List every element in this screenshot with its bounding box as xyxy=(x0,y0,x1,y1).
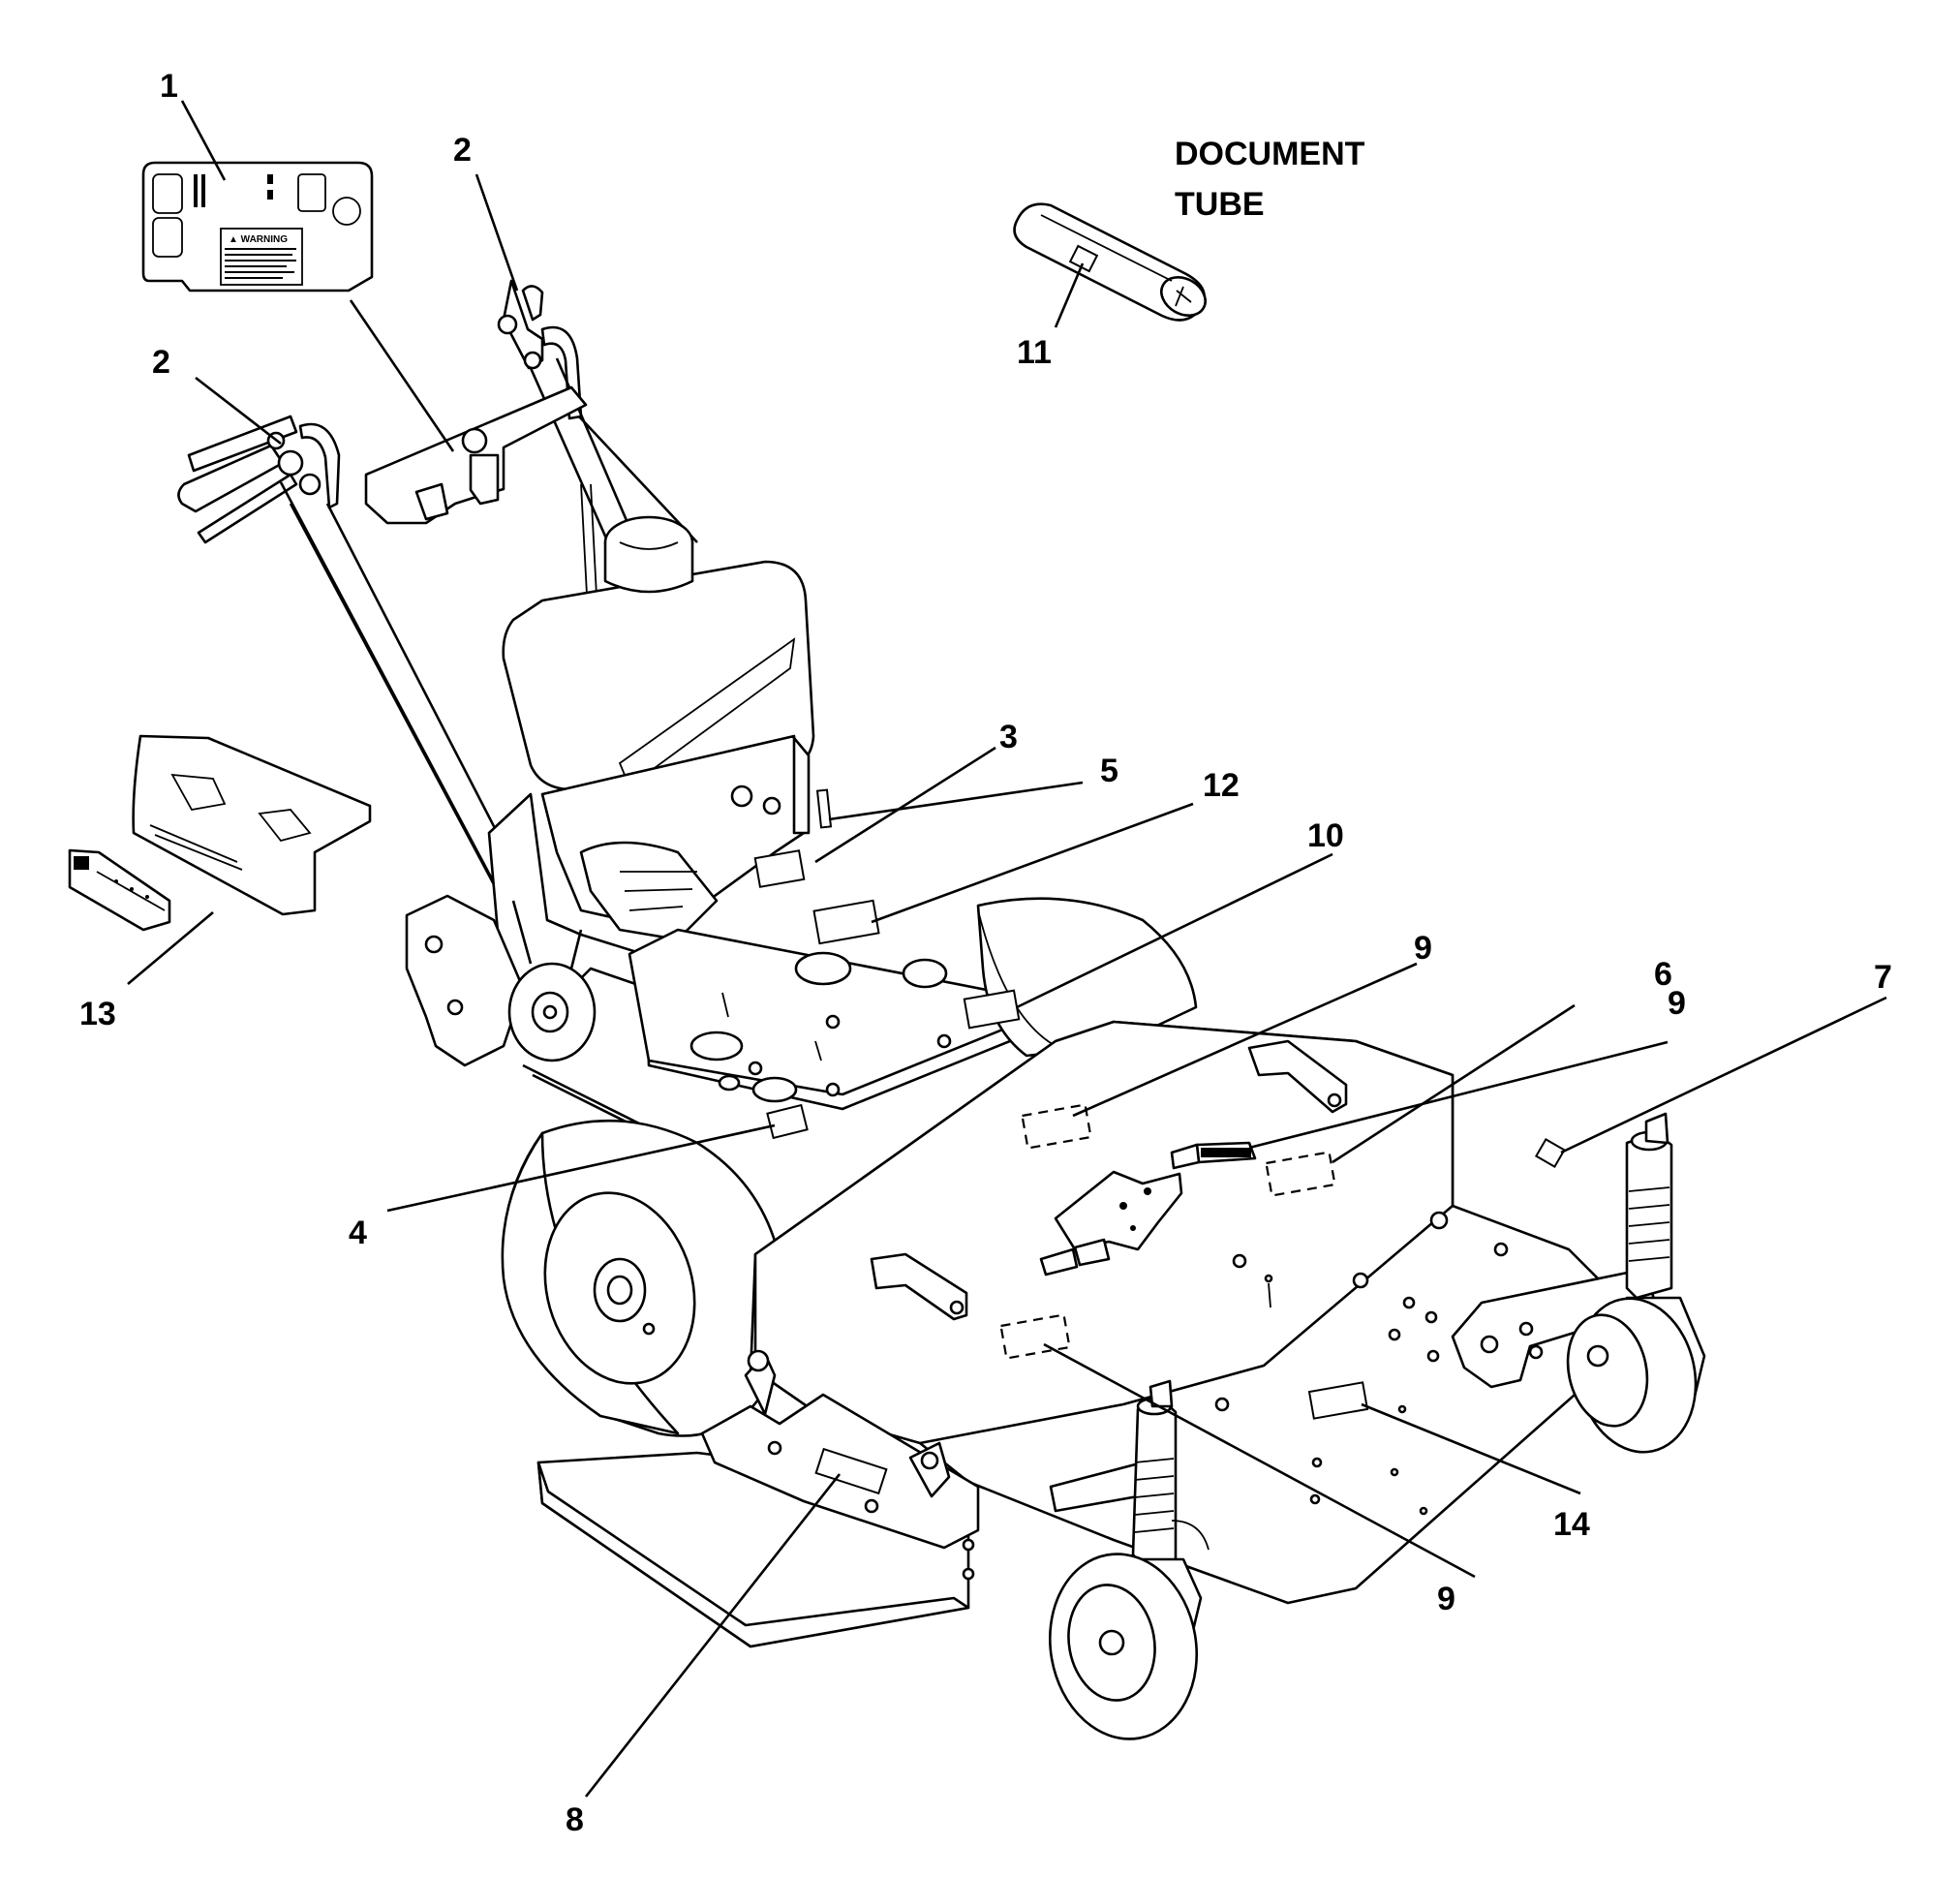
left-caster-assembly xyxy=(1048,1379,1210,1740)
left-belt-cover xyxy=(405,894,669,1145)
warning-decal-heading: ▲ WARNING xyxy=(229,234,288,245)
document-tube-label-line2: TUBE xyxy=(1175,186,1265,223)
decal-5 xyxy=(815,788,833,829)
decal-12 xyxy=(812,899,880,945)
callout-2-right: 2 xyxy=(453,132,472,169)
callout-4: 4 xyxy=(349,1215,367,1251)
callout-8: 8 xyxy=(566,1801,584,1838)
callout-5: 5 xyxy=(1100,753,1118,789)
document-tube-label-line1: DOCUMENT xyxy=(1175,136,1365,172)
callout-2-left: 2 xyxy=(152,344,170,381)
decal-10 xyxy=(963,989,1021,1030)
decal-4 xyxy=(766,1103,809,1140)
callout-10: 10 xyxy=(1307,817,1344,854)
engine-block xyxy=(540,734,811,941)
height-of-cut-plate xyxy=(132,734,372,916)
right-caster-assembly xyxy=(1451,1112,1706,1454)
left-rear-wheel xyxy=(501,1119,786,1437)
callout-13: 13 xyxy=(79,996,116,1032)
callout-9-bottom: 9 xyxy=(1437,1581,1455,1617)
callout-3: 3 xyxy=(999,719,1018,755)
callout-9-top: 9 xyxy=(1414,930,1432,967)
callout-6: 6 xyxy=(1654,956,1672,993)
decal-8 xyxy=(814,1447,888,1495)
callout-14: 14 xyxy=(1553,1506,1590,1543)
callout-9-right: 9 xyxy=(1668,985,1686,1022)
leader-lines xyxy=(127,100,1887,1798)
callout-7: 7 xyxy=(1874,959,1892,996)
height-of-cut-decal-strip xyxy=(68,848,171,932)
callout-11: 11 xyxy=(1017,334,1052,371)
decal-7 xyxy=(1534,1137,1566,1169)
document-tube xyxy=(1013,202,1207,322)
handlebar-assembly xyxy=(177,279,738,931)
callout-1: 1 xyxy=(160,68,178,105)
callout-12: 12 xyxy=(1203,767,1240,804)
warning-control-decal: ▲ WARNING xyxy=(141,161,374,292)
decal-6-brand xyxy=(1039,1141,1257,1277)
decal-3 xyxy=(753,849,806,888)
decal-14 xyxy=(1307,1381,1369,1420)
